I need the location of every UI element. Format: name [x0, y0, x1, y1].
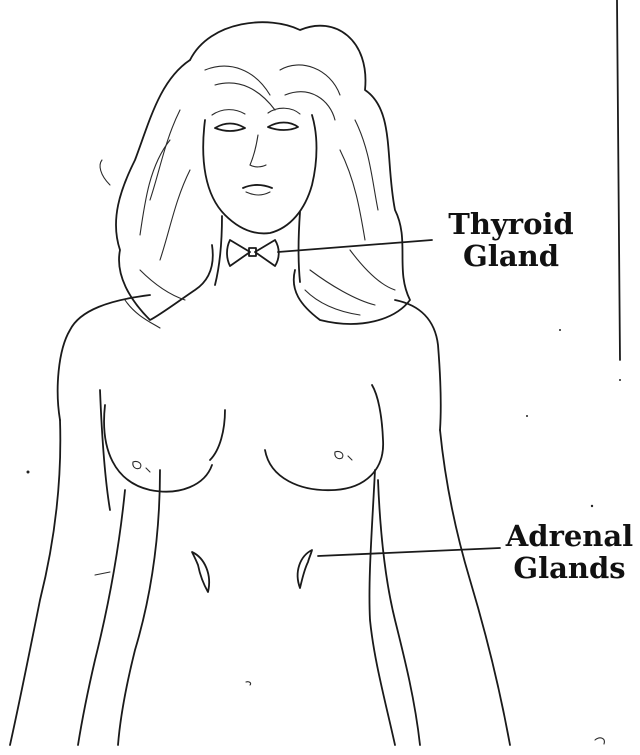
thyroid-gland-shape: [227, 240, 279, 266]
adrenal-glands-shapes: [192, 550, 312, 592]
torso: [10, 295, 510, 745]
adrenal-label-line2: Glands: [497, 552, 640, 584]
adrenal-glands-label: Adrenal Glands: [497, 520, 640, 584]
hair: [100, 22, 410, 328]
page-edge-line: [617, 0, 620, 360]
chest: [104, 385, 383, 492]
thyroid-label-line1: Thyroid: [426, 208, 596, 240]
adrenal-leader-line: [318, 548, 500, 556]
neck-right: [299, 212, 301, 282]
thyroid-gland-label: Thyroid Gland: [426, 208, 596, 272]
thyroid-leader-line: [278, 240, 432, 252]
navel: [246, 682, 251, 685]
adrenal-label-line1: Adrenal: [497, 520, 640, 552]
neck-left: [215, 216, 222, 285]
thyroid-label-line2: Gland: [426, 240, 596, 272]
